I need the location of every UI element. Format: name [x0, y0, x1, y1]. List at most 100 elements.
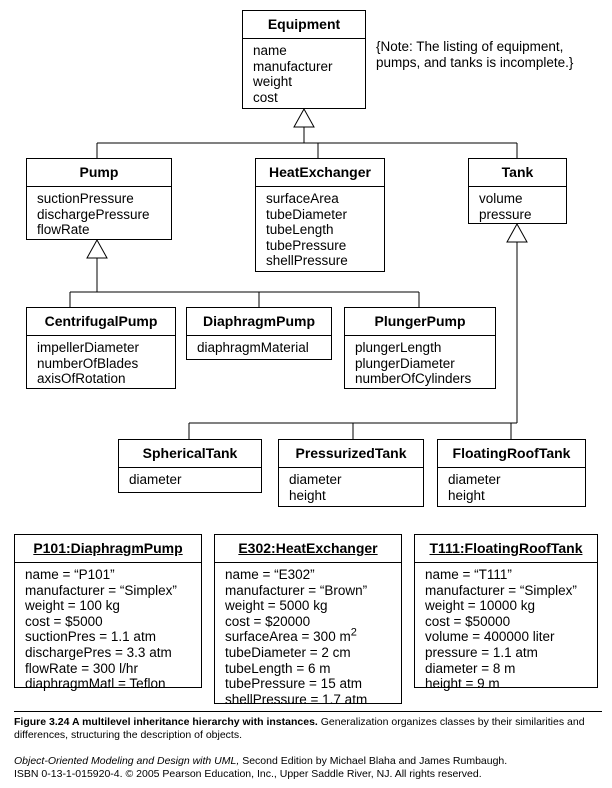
attribute-value: weight = 5000 kg [225, 598, 328, 614]
instance-values: name = “E302” manufacturer = “Brown” wei… [215, 563, 401, 707]
class-attributes: plungerLength plungerDiameter numberOfCy… [345, 336, 495, 387]
attribute-value: height = 9 m [425, 676, 500, 692]
class-attributes: diameter height [438, 468, 585, 503]
class-pump: Pump suctionPressure dischargePressure f… [26, 158, 172, 240]
inheritance-connectors [69, 107, 528, 439]
attribute: name [253, 43, 287, 58]
attribute: plungerDiameter [355, 355, 455, 371]
surface-area-value: surfaceArea = 300 m [225, 629, 351, 645]
class-name: Equipment [243, 11, 365, 39]
attribute-value: volume = 400000 liter [425, 629, 555, 645]
attribute: dischargePressure [37, 206, 150, 222]
attribute: tubeLength [266, 222, 334, 238]
generalization-triangle-tank [506, 222, 528, 243]
attribute: volume [479, 191, 523, 206]
instance-values: name = “T111” manufacturer = “Simplex” w… [415, 563, 597, 692]
attribute: manufacturer [253, 58, 333, 74]
class-name: Tank [469, 159, 566, 187]
class-name: DiaphragmPump [187, 308, 331, 336]
attribute: suctionPressure [37, 191, 134, 206]
instance-e302: E302:HeatExchanger name = “E302” manufac… [214, 534, 402, 707]
figure-caption: Figure 3.24 A multilevel inheritance hie… [14, 716, 604, 742]
class-attributes: name manufacturer weight cost [243, 39, 365, 105]
class-spherical-tank: SphericalTank diameter [118, 439, 262, 493]
attribute: numberOfCylinders [355, 371, 472, 387]
attribute-value: cost = $20000 [225, 613, 311, 629]
attribute-value: name = “T111” [425, 567, 512, 582]
attribute: pressure [479, 206, 532, 222]
generalization-triangle-equipment [293, 107, 315, 128]
attribute: surfaceArea [266, 191, 339, 206]
area-exponent: 2 [350, 626, 357, 639]
attribute-value: diaphragmMatl = Teflon [25, 676, 166, 692]
attribute-value: tubeLength = 6 m [225, 660, 331, 676]
attribute: height [289, 487, 326, 503]
attribute-value: weight = 100 kg [25, 598, 120, 614]
instance-values: name = “P101” manufacturer = “Simplex” w… [15, 563, 201, 692]
book-credits: Object-Oriented Modeling and Design with… [14, 755, 604, 781]
attribute: tubePressure [266, 237, 347, 253]
class-name: Pump [27, 159, 171, 187]
class-floating-roof-tank: FloatingRoofTank diameter height [437, 439, 586, 507]
attribute-value: name = “E302” [225, 567, 315, 582]
class-centrifugal-pump: CentrifugalPump impellerDiameter numberO… [26, 307, 176, 389]
credits-line-1: Second Edition by Michael Blaha and Jame… [239, 755, 508, 767]
class-attributes: diaphragmMaterial [187, 336, 331, 356]
attribute-value: tubeDiameter = 2 cm [225, 644, 351, 660]
attribute-value: shellPressure = 1.7 atm [225, 691, 368, 707]
attribute: plungerLength [355, 340, 442, 355]
class-attributes: volume pressure [469, 187, 566, 222]
caption-text: Generalization organizes classes by thei… [14, 716, 585, 741]
class-name: PressurizedTank [279, 440, 423, 468]
instance-p101: P101:DiaphragmPump name = “P101” manufac… [14, 534, 202, 691]
class-attributes: diameter height [279, 468, 423, 503]
attribute-value: surfaceArea = 300 m2 [225, 626, 401, 645]
attribute-value: weight = 10000 kg [425, 598, 535, 614]
caption-rule [14, 711, 602, 712]
attribute: flowRate [37, 222, 90, 238]
attribute: shellPressure [266, 253, 348, 269]
attribute-value: diameter = 8 m [425, 660, 516, 676]
attribute: impellerDiameter [37, 340, 140, 355]
attribute: diaphragmMaterial [197, 340, 309, 355]
attribute-value: manufacturer = “Simplex” [25, 582, 177, 598]
instance-name: T111:FloatingRoofTank [415, 535, 597, 563]
attribute-value: name = “P101” [25, 567, 115, 582]
attribute-value: tubePressure = 15 atm [225, 676, 362, 692]
attribute: weight [253, 74, 293, 90]
attribute: height [448, 487, 485, 503]
class-name: HeatExchanger [256, 159, 384, 187]
class-name: FloatingRoofTank [438, 440, 585, 468]
class-heat-exchanger: HeatExchanger surfaceArea tubeDiameter t… [255, 158, 385, 272]
attribute-value: manufacturer = “Simplex” [425, 582, 577, 598]
attribute: numberOfBlades [37, 355, 139, 371]
instance-t111: T111:FloatingRoofTank name = “T111” manu… [414, 534, 598, 691]
class-tank: Tank volume pressure [468, 158, 567, 224]
attribute-value: pressure = 1.1 atm [425, 644, 538, 660]
class-attributes: surfaceArea tubeDiameter tubeLength tube… [256, 187, 384, 269]
class-plunger-pump: PlungerPump plungerLength plungerDiamete… [344, 307, 496, 389]
credits-line-2: ISBN 0-13-1-015920-4. © 2005 Pearson Edu… [14, 768, 482, 780]
attribute: diameter [448, 472, 501, 487]
class-equipment: Equipment name manufacturer weight cost [242, 10, 366, 109]
attribute-value: flowRate = 300 l/hr [25, 660, 138, 676]
class-name: SphericalTank [119, 440, 261, 468]
attribute: tubeDiameter [266, 206, 348, 222]
instance-name: P101:DiaphragmPump [15, 535, 201, 563]
attribute-value: dischargePres = 3.3 atm [25, 644, 172, 660]
class-attributes: impellerDiameter numberOfBlades axisOfRo… [27, 336, 175, 387]
generalization-triangle-pump [86, 238, 108, 259]
class-name: CentrifugalPump [27, 308, 175, 336]
book-title: Object-Oriented Modeling and Design with… [14, 755, 240, 767]
note-text: {Note: The listing of equipment, pumps, … [376, 39, 574, 70]
attribute: diameter [289, 472, 342, 487]
attribute: diameter [129, 472, 182, 487]
caption-label: Figure 3.24 A multilevel inheritance hie… [14, 716, 318, 728]
attribute: axisOfRotation [37, 371, 126, 387]
attribute-value: suctionPres = 1.1 atm [25, 629, 156, 645]
attribute-value: manufacturer = “Brown” [225, 582, 368, 598]
class-attributes: diameter [119, 468, 261, 488]
instance-name: E302:HeatExchanger [215, 535, 401, 563]
attribute-value: cost = $50000 [425, 613, 511, 629]
class-diaphragm-pump: DiaphragmPump diaphragmMaterial [186, 307, 332, 360]
